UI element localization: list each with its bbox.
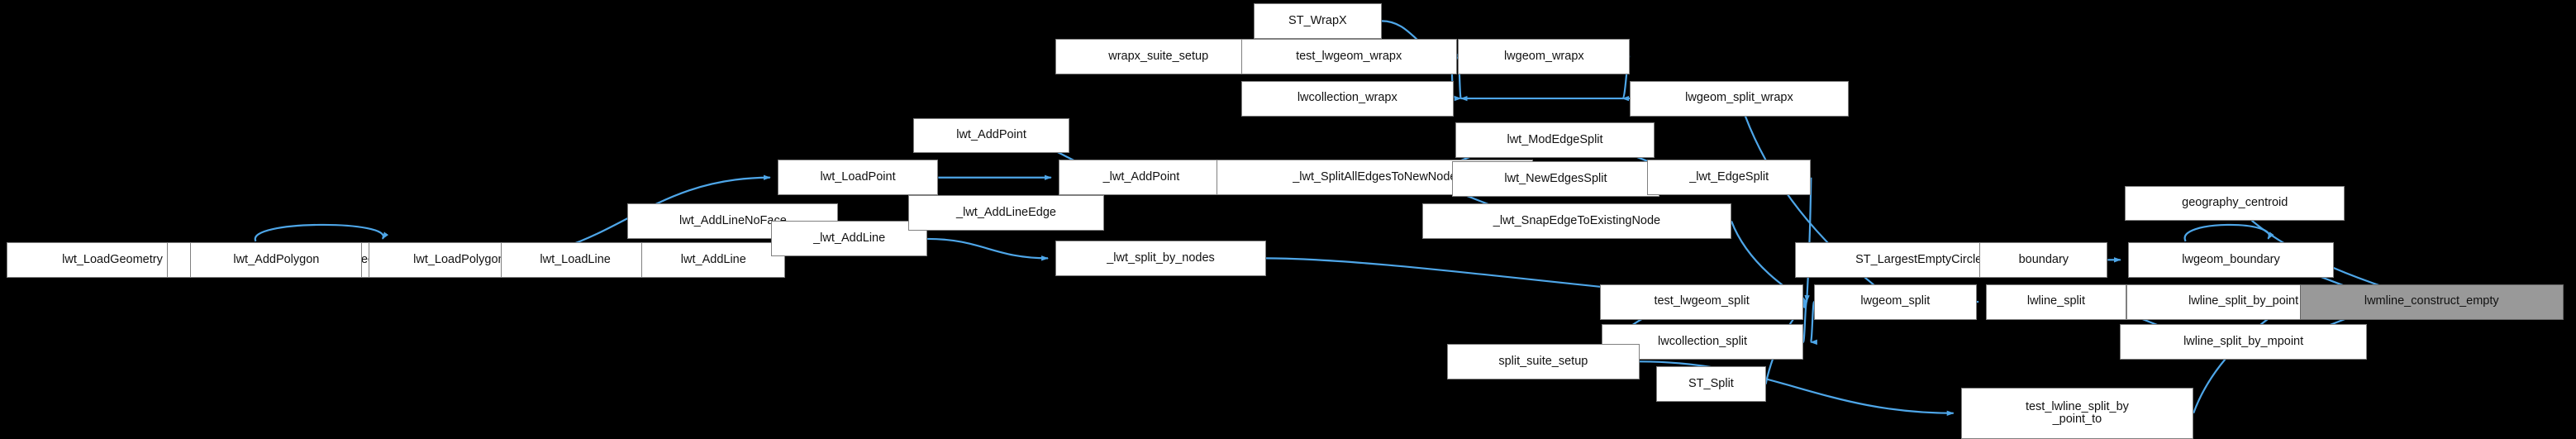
edge-_lwt_EdgeSplit-to-lwgeom_split: [1804, 177, 1812, 303]
graph-node-lwgeom_split_wrapx[interactable]: lwgeom_split_wrapx: [1630, 80, 1849, 117]
graph-node-lwt_ModEdgeSplit[interactable]: lwt_ModEdgeSplit: [1455, 122, 1655, 159]
graph-node-lwgeom_split[interactable]: lwgeom_split: [1814, 284, 1977, 320]
graph-node-ST_Split[interactable]: ST_Split: [1656, 366, 1766, 403]
graph-node-split_suite_setup[interactable]: split_suite_setup: [1447, 343, 1640, 379]
graph-node-wrapx_suite_setup[interactable]: wrapx_suite_setup: [1055, 38, 1262, 74]
graph-node-lwline_split[interactable]: lwline_split: [1985, 284, 2126, 320]
graph-node-lwgeom_boundary[interactable]: lwgeom_boundary: [2127, 241, 2335, 278]
graph-node-lwgeom_wrapx[interactable]: lwgeom_wrapx: [1458, 38, 1631, 74]
graph-node-_lwt_EdgeSplit[interactable]: _lwt_EdgeSplit: [1646, 160, 1812, 196]
graph-node-_lwt_SnapEdgeToExistingNode[interactable]: _lwt_SnapEdgeToExistingNode: [1421, 203, 1731, 239]
graph-node-lwt_AddPoint[interactable]: lwt_AddPoint: [913, 117, 1070, 154]
graph-node-ST_WrapX[interactable]: ST_WrapX: [1253, 2, 1382, 39]
edge-lwgeom_boundary-to-lwgeom_boundary: [2183, 223, 2274, 242]
graph-node-boundary[interactable]: boundary: [1979, 241, 2108, 278]
graph-node-lwt_AddLine[interactable]: lwt_AddLine: [641, 241, 786, 278]
graph-node-test_lwgeom_split[interactable]: test_lwgeom_split: [1600, 284, 1803, 320]
graph-node-_lwt_AddLineEdge[interactable]: _lwt_AddLineEdge: [908, 195, 1104, 231]
graph-node-lwt_AddPolygon[interactable]: lwt_AddPolygon: [190, 241, 363, 278]
edge-lwcollection_split-to-lwgeom_split: [1800, 299, 1808, 343]
graph-node-lwmline_construct_empty[interactable]: lwmline_construct_empty: [2299, 284, 2564, 320]
edge-_lwt_AddLine-to-_lwt_split_by_nodes: [927, 237, 1050, 261]
graph-node-lwcollection_wrapx[interactable]: lwcollection_wrapx: [1240, 80, 1454, 117]
edge-_lwt_LoadGeometryRecursive-to-_lwt_LoadGeometryRecursive: [255, 223, 389, 242]
graph-node-lwt_LoadLine[interactable]: lwt_LoadLine: [501, 241, 650, 278]
graph-node-test_lwgeom_wrapx[interactable]: test_lwgeom_wrapx: [1240, 38, 1457, 74]
graph-node-geography_centroid[interactable]: geography_centroid: [2125, 185, 2345, 222]
graph-node-_lwt_AddPoint[interactable]: _lwt_AddPoint: [1058, 160, 1225, 196]
graph-node-lwt_LoadPoint[interactable]: lwt_LoadPoint: [777, 160, 939, 196]
graph-node-_lwt_AddLine[interactable]: _lwt_AddLine: [771, 221, 928, 257]
graph-node-lwline_split_by_mpoint[interactable]: lwline_split_by_mpoint: [2120, 324, 2367, 360]
graph-node-test_lwline_split_by_point_to[interactable]: test_lwline_split_by _point_to: [1960, 387, 2194, 439]
graph-node-lwcollection_split[interactable]: lwcollection_split: [1602, 324, 1803, 360]
graph-node-lwt_NewEdgesSplit[interactable]: lwt_NewEdgesSplit: [1451, 161, 1660, 198]
graph-node-_lwt_split_by_nodes[interactable]: _lwt_split_by_nodes: [1055, 240, 1267, 276]
